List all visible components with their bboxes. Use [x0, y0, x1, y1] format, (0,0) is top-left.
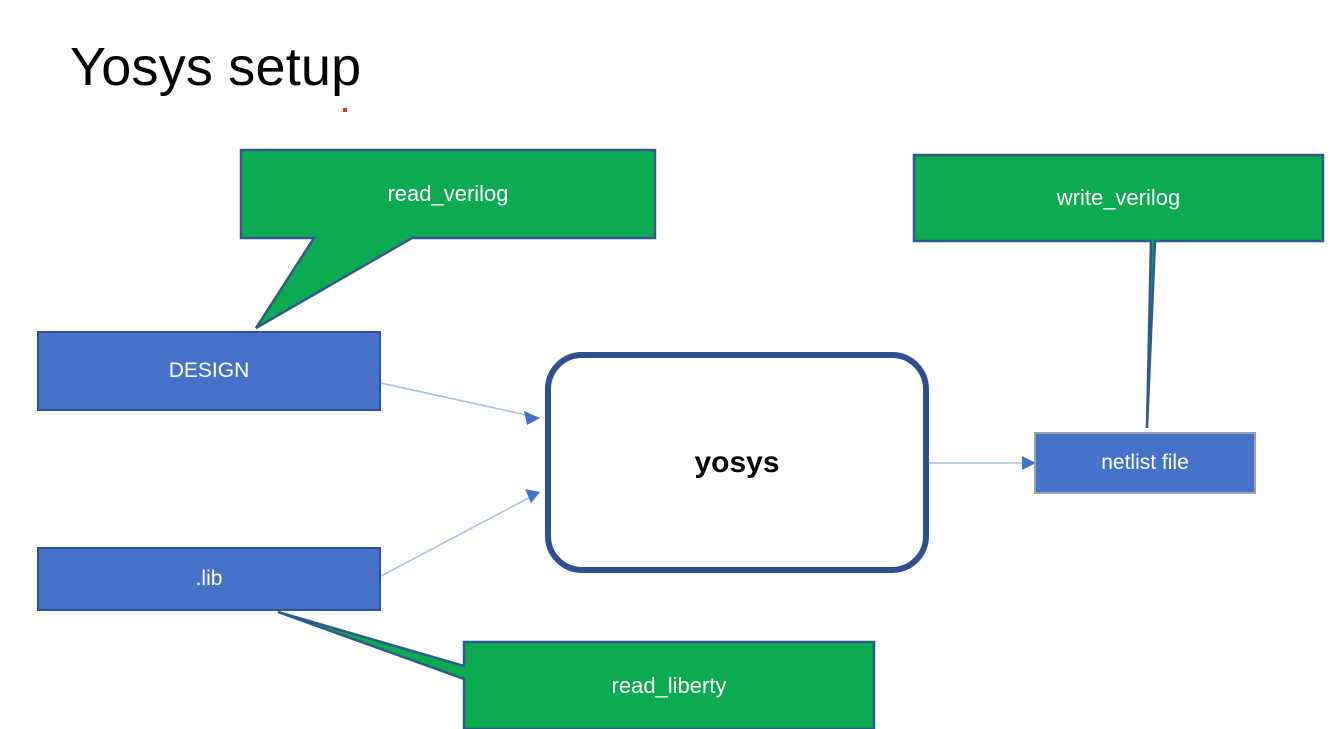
node-netlist-shape[interactable] [1034, 432, 1256, 494]
node-yosys-shape[interactable] [545, 352, 929, 573]
node-lib-shape[interactable] [37, 547, 381, 611]
callout-read-verilog-shape[interactable] [239, 148, 657, 330]
connector-design-to-yosys [380, 382, 541, 425]
red-mark-artifact [343, 108, 347, 112]
node-design-shape[interactable] [37, 331, 381, 411]
page-title: Yosys setup [70, 37, 362, 97]
callout-write-verilog-shape[interactable] [912, 153, 1325, 429]
callout-read-liberty-shape[interactable] [277, 610, 876, 729]
connector-lib-to-yosys [380, 489, 541, 577]
connector-yosys-to-netlist [928, 456, 1036, 470]
